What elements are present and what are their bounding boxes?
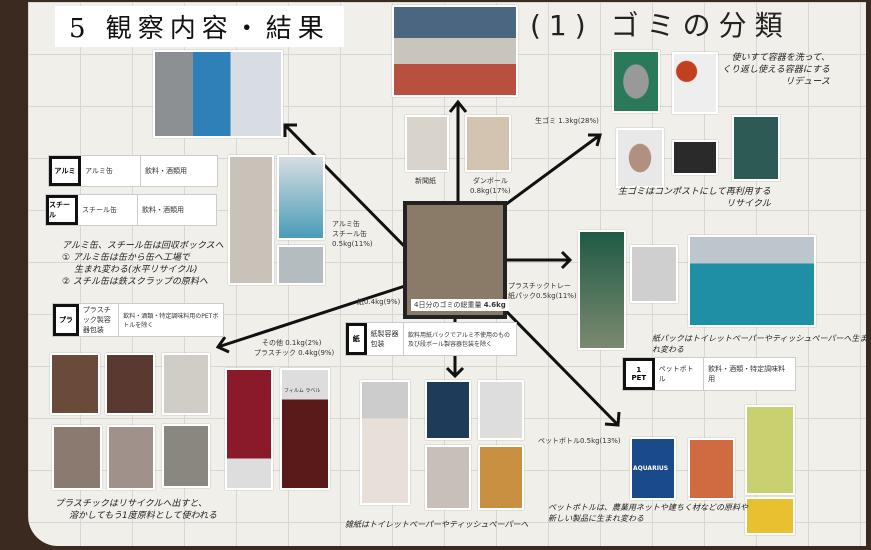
mark-name: 紙製容器包装 xyxy=(367,323,405,355)
newspaper-label: 新聞紙 xyxy=(415,177,436,185)
paper-box-photo xyxy=(360,380,410,505)
paper-container-photo xyxy=(425,380,471,440)
mark-use: 飲料・酒類・特定調味料用 xyxy=(708,365,786,383)
food-container-photo xyxy=(612,50,660,113)
newspaper-photo xyxy=(405,115,449,172)
section-title: (1) ゴミの分類 xyxy=(530,9,791,42)
page-title: 5 観察内容・結果 xyxy=(55,6,344,47)
aluminium-can-photo xyxy=(277,155,325,240)
plastic-note: プラスチックはリサイクルへ出すと、溶かしてもう1度原料として使われる xyxy=(55,499,218,522)
collection-boxes-photo xyxy=(688,235,816,327)
steel-recycle-icon: スチール xyxy=(46,195,78,225)
food-waste-photo-2 xyxy=(672,140,718,175)
total-weight: 4.6kg xyxy=(483,301,506,309)
plastic-photo xyxy=(162,353,210,415)
food-waste-photo xyxy=(616,128,664,188)
paper-container-photo xyxy=(478,380,524,440)
mark-name: スチール缶 xyxy=(78,195,138,225)
paper-pack-note: 紙パックはトイレットペーパーやティッシュペーパーへ生まれ変わる xyxy=(652,334,868,354)
total-garbage-photo: 4日分のゴミの総重量 4.6kg xyxy=(403,201,509,319)
plastic-mark-row: プラ プラスチック製容器包装 飲料・酒類・特定調味料用のPETボトルを除く xyxy=(52,303,224,337)
mark-use: 飲料・酒類用 xyxy=(145,167,187,175)
label-text: ラベル xyxy=(305,388,321,394)
mark-name: アルミ缶 xyxy=(81,156,141,186)
plastic-tray-photo xyxy=(630,245,678,303)
aluminium-mark-photo xyxy=(277,245,325,285)
pet-bottle-photo xyxy=(745,405,795,495)
pet-weight: ペットボトル0.5kg(13%) xyxy=(538,437,621,445)
plastic-label-photo xyxy=(225,368,273,490)
can-collection-machine-photo xyxy=(153,50,283,138)
plastic-photo xyxy=(107,425,155,490)
plastic-photo xyxy=(105,353,155,415)
pet-note: ペットボトルは、農業用ネットや建ちく材などの原料や新しい製品に生まれ変わる xyxy=(548,503,748,523)
mark-use: 飲料・酒類用 xyxy=(142,206,184,214)
tray-pack-weight: プラスチックトレー紙パック0.5kg(11%) xyxy=(508,282,577,300)
compost-note: 生ゴミはコンポストにして再利用するリサイクル xyxy=(618,187,771,210)
aluminium-recycle-icon: アルミ xyxy=(49,156,81,186)
pet-bottle-photo xyxy=(688,438,735,500)
total-label: 4日分のゴミの総重量 xyxy=(414,301,482,309)
reduce-note: 使いすて容器を洗って、くり返し使える容器にするリデュース xyxy=(722,53,830,88)
aluminium-mark-row: アルミ アルミ缶 飲料・酒類用 xyxy=(48,155,218,187)
reusable-containers-photo xyxy=(672,52,718,114)
pet-icon-label: PET xyxy=(631,374,647,382)
plastic-recycle-icon: プラ xyxy=(53,304,79,336)
other-weight: その他 0.1kg(2%) xyxy=(262,339,322,347)
paper-container-photo xyxy=(478,445,524,510)
mark-use: 飲料・酒類・特定調味料用のPETボトルを除く xyxy=(123,313,219,329)
steel-can-photo xyxy=(228,155,274,285)
recycling-station-photo xyxy=(392,5,518,97)
pet-bottle-photo: AQUARIUS xyxy=(630,437,676,500)
paper-recycle-icon: 紙 xyxy=(346,323,367,355)
plastic-photo xyxy=(50,353,100,415)
pet-recycle-icon: 1 xyxy=(636,366,642,374)
plastic-weight: プラスチック 0.4kg(9%) xyxy=(254,349,335,357)
food-weight: 生ゴミ 1.3kg(28%) xyxy=(535,117,599,125)
plastic-photo xyxy=(52,425,102,490)
paper-weight: 紙0.4kg(9%) xyxy=(357,298,401,306)
paper-container-photo xyxy=(425,445,471,510)
mark-use: 飲料用紙パックでアルミ不使用のもの及び段ボール製容器包装を除く xyxy=(408,332,510,348)
film-text: フィルム xyxy=(284,388,304,394)
pet-mark-photo xyxy=(745,497,795,535)
zatsugami-note: 雑紙はトイレットペーパーやティッシュペーパーへ xyxy=(345,520,529,529)
jar-photo: フィルム ラベル xyxy=(280,368,330,490)
mark-name: ペットボトル xyxy=(655,358,705,390)
mark-name: プラスチック製容器包装 xyxy=(79,304,120,336)
cardboard-photo xyxy=(465,115,511,172)
paper-pack-photo xyxy=(578,230,626,350)
plastic-photo xyxy=(162,424,210,488)
brand-text: AQUARIUS xyxy=(633,465,669,472)
compost-bin-photo xyxy=(732,115,780,181)
paper-mark-row: 紙 紙製容器包装 飲料用紙パックでアルミ不使用のもの及び段ボール製容器包装を除く xyxy=(345,322,517,356)
steel-mark-row: スチール スチール缶 飲料・酒類用 xyxy=(45,194,217,226)
